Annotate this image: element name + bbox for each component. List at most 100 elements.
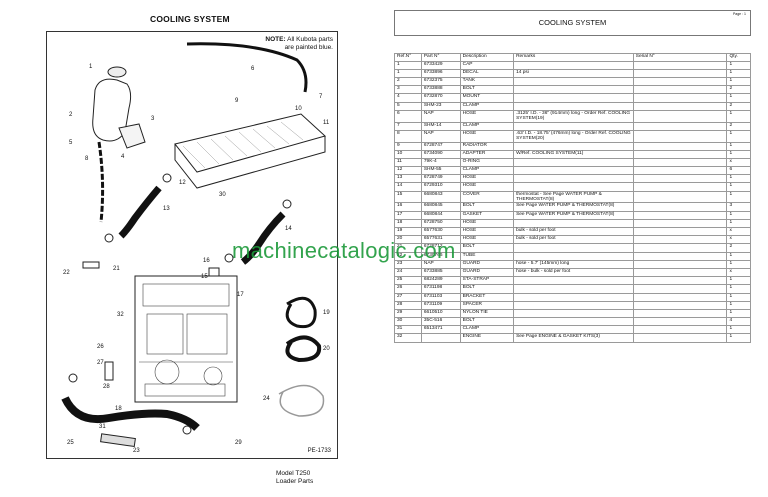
cell-part: 6728749: [420, 174, 461, 184]
cell-part: 6732870: [420, 93, 461, 103]
cell-ref: 7: [394, 121, 422, 131]
cell-serial: [632, 141, 728, 151]
callout-12: 12: [179, 180, 186, 186]
callout-19: 19: [323, 310, 330, 316]
clamp-12b: [104, 233, 114, 243]
cell-qty: 1: [726, 93, 751, 103]
cell-ref: 19: [394, 227, 422, 237]
cell-ref: 28: [394, 300, 422, 310]
cell-qty: x: [726, 267, 751, 278]
watermark: machinecatalogic.com: [232, 238, 456, 263]
cell-serial: [632, 68, 728, 78]
cell-qty: 2: [726, 121, 751, 131]
cell-qty: 2: [726, 243, 751, 253]
cell-qty: 1: [726, 60, 751, 70]
cell-remarks: [513, 251, 634, 261]
callout-15: 15: [201, 274, 208, 280]
cell-part: 6680845: [420, 202, 461, 212]
cell-description: DECAL: [459, 68, 515, 78]
cell-description: MOUNT: [459, 93, 515, 103]
cell-part: 35C-516: [420, 317, 461, 327]
cell-remarks: hose - bulk - sold per foot: [513, 267, 634, 278]
cell-qty: 2: [726, 85, 751, 95]
cell-remarks: [513, 93, 634, 103]
callout-3: 3: [151, 116, 155, 122]
cell-description: SPACER: [459, 300, 515, 310]
cell-qty: 1: [726, 300, 751, 310]
callout-20: 20: [323, 346, 330, 352]
cell-description: HOSE: [459, 109, 515, 123]
cell-remarks: [513, 300, 634, 310]
clamp-12e: [68, 373, 78, 383]
callout-25: 25: [67, 440, 74, 446]
exploded-view-drawing: 1 2 3 4 5 6 7 8 9 10 11 12 13 14 15 16 1…: [61, 42, 330, 454]
right-page-title: COOLING SYSTEM: [538, 18, 607, 27]
cell-ref: 29: [394, 308, 422, 319]
cell-qty: 2: [726, 101, 751, 111]
cell-qty: 1: [726, 325, 751, 335]
cell-remarks: thermostat - See Page WATER PUMP & THERM…: [513, 190, 634, 204]
cell-description: CLAMP: [459, 121, 515, 131]
callout-14: 14: [285, 226, 292, 232]
cell-description: CLAMP: [459, 166, 515, 176]
cell-ref: 5: [394, 101, 422, 111]
cell-remarks: See Page WATER PUMP & THERMOSTAT(8): [513, 202, 634, 212]
cell-description: HOSE: [459, 235, 515, 245]
footer-model: Model T250: [276, 470, 311, 477]
callout-17: 17: [237, 292, 244, 298]
cell-description: BRACKET: [459, 292, 515, 302]
cell-qty: 1: [726, 182, 751, 192]
cell-serial: [632, 190, 728, 204]
thermostat-cover: [208, 267, 220, 277]
cell-part: 6731109: [420, 300, 461, 310]
cell-qty: 1: [726, 109, 751, 123]
bulk-hose-coil-19: [285, 296, 317, 329]
callout-4: 4: [121, 154, 125, 160]
cell-remarks: [513, 317, 634, 327]
cell-remarks: bulk - sold per foot: [513, 235, 634, 245]
cell-description: COVER: [459, 190, 515, 204]
cell-remarks: 14 psi: [513, 68, 634, 78]
cell-part: 6731103: [420, 292, 461, 302]
cell-qty: 3: [726, 202, 751, 212]
cell-part: 6824289: [420, 276, 461, 286]
tank-cap: [107, 66, 127, 78]
cell-qty: 1: [726, 292, 751, 302]
cell-ref: 2: [394, 76, 422, 87]
cell-ref: 10: [394, 149, 422, 159]
cell-ref: 27: [394, 292, 422, 302]
cell-part: 6728747: [420, 141, 461, 151]
cell-ref: 3: [394, 85, 422, 95]
col-remarks: Remarks: [513, 53, 634, 62]
cell-part: [420, 333, 461, 343]
cell-description: RADIATOR: [459, 141, 515, 151]
callout-5: 5: [69, 140, 73, 146]
cell-part: 6734090: [420, 149, 461, 159]
callout-24: 24: [263, 396, 270, 402]
cell-remarks: [513, 308, 634, 319]
cell-part: SHM-14: [420, 121, 461, 131]
cell-qty: 1: [726, 141, 751, 151]
page-label: Page : 1: [732, 12, 746, 16]
cell-ref: 4: [394, 93, 422, 103]
callout-32: 32: [117, 312, 124, 318]
tank-hose: [97, 141, 105, 223]
cell-remarks: [513, 60, 634, 70]
cell-ref: 17: [394, 210, 422, 220]
cell-qty: x: [726, 235, 751, 245]
cell-remarks: See Page ENGINE & GASKET KITS(3): [513, 333, 634, 343]
cell-serial: [632, 300, 728, 310]
cell-part: SHM-23: [420, 101, 461, 111]
